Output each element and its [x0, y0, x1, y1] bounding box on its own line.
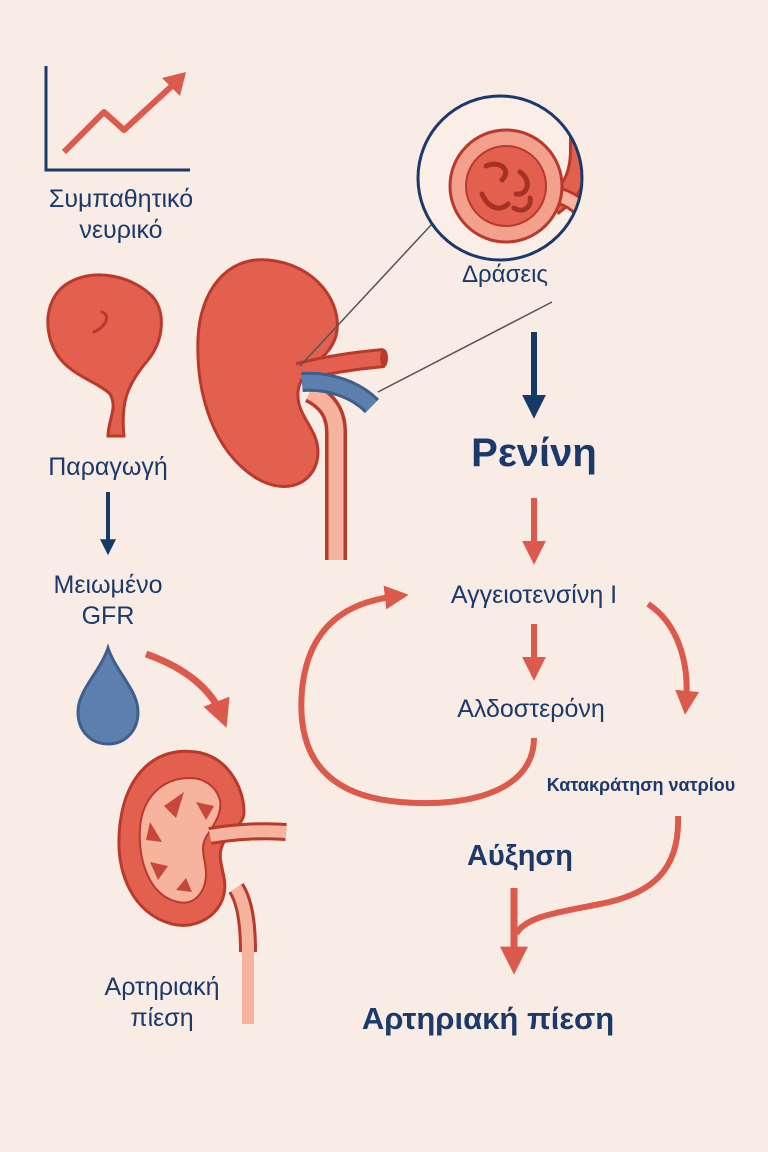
kidney-cross-section-illustration — [117, 749, 287, 1024]
arrow-sodium-merge — [513, 815, 682, 936]
label-bp-left-line1: Αρτηριακή — [104, 973, 220, 1001]
label-sympathetic-line2: νευρικό — [79, 216, 163, 245]
arrow-gfr-to-kidney — [144, 650, 230, 728]
label-bp-left: Αρτηριακή πίεση — [72, 972, 252, 1035]
label-reduced-gfr: Μειωμένο GFR — [16, 570, 200, 633]
small-kidney-illustration — [46, 273, 163, 438]
label-angiotensin: Αγγειοτενσίνη I — [450, 581, 618, 609]
fluid-drop-icon — [76, 643, 140, 746]
trend-up-chart-icon — [44, 66, 190, 172]
label-renin: Ρενίνη — [471, 431, 597, 475]
label-sympathetic: Συμπαθητικό νευρικό — [26, 184, 216, 247]
arrow-angiotensin-to-sodium — [646, 601, 700, 715]
label-production: Παραγωγή — [48, 453, 168, 481]
label-sympathetic-line1: Συμπαθητικό — [48, 185, 194, 213]
label-bp-left-line2: πίεση — [130, 1004, 194, 1033]
magnifier-line-bottom — [377, 301, 553, 393]
feedback-loop-arrow — [298, 585, 537, 807]
label-increase: Αύξηση — [466, 840, 573, 872]
label-actions: Δράσεις — [462, 261, 548, 288]
label-aldosterone: Αλδοστερόνη — [457, 695, 605, 723]
label-sodium-retention: Κατακράτηση νατρίου — [546, 775, 736, 795]
magnifier-line-top — [299, 223, 433, 367]
label-bp-bottom: Αρτηριακή πίεση — [361, 1001, 615, 1036]
label-reduced-line2: GFR — [81, 602, 135, 631]
large-kidney-illustration — [196, 258, 388, 560]
label-reduced-line1: Μειωμένο — [53, 571, 163, 599]
